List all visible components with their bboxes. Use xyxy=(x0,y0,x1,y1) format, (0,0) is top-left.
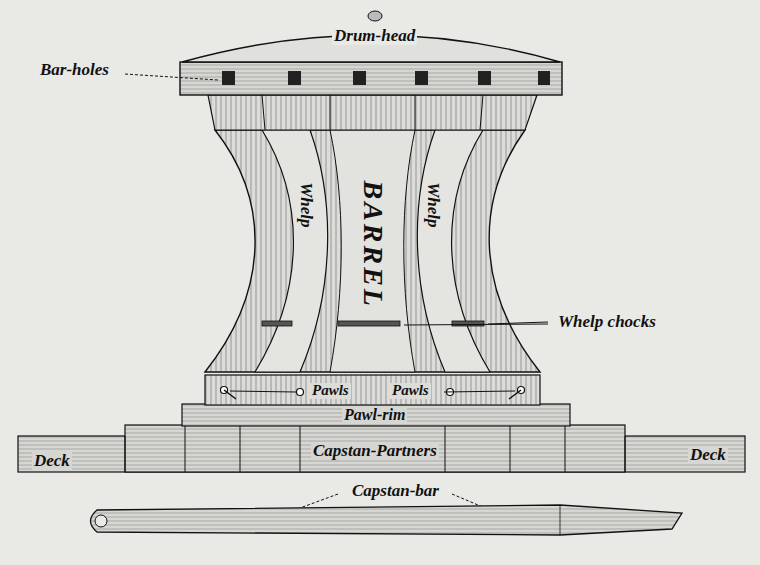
part-label: Pawls xyxy=(390,383,431,399)
part-label: Capstan-bar xyxy=(350,482,441,500)
part-label: Whelp xyxy=(424,180,442,229)
part-label: Bar-holes xyxy=(38,61,111,79)
part-label: Whelp xyxy=(297,180,315,229)
part-label: Pawl-rim xyxy=(342,407,407,424)
part-label: Capstan-Partners xyxy=(311,442,439,460)
part-label: Whelp chocks xyxy=(556,313,658,331)
part-label: Drum-head xyxy=(332,27,417,45)
part-label: BARREL xyxy=(359,178,388,310)
part-label: Deck xyxy=(32,452,72,470)
part-label: Pawls xyxy=(310,383,351,399)
part-label: Deck xyxy=(688,446,728,464)
